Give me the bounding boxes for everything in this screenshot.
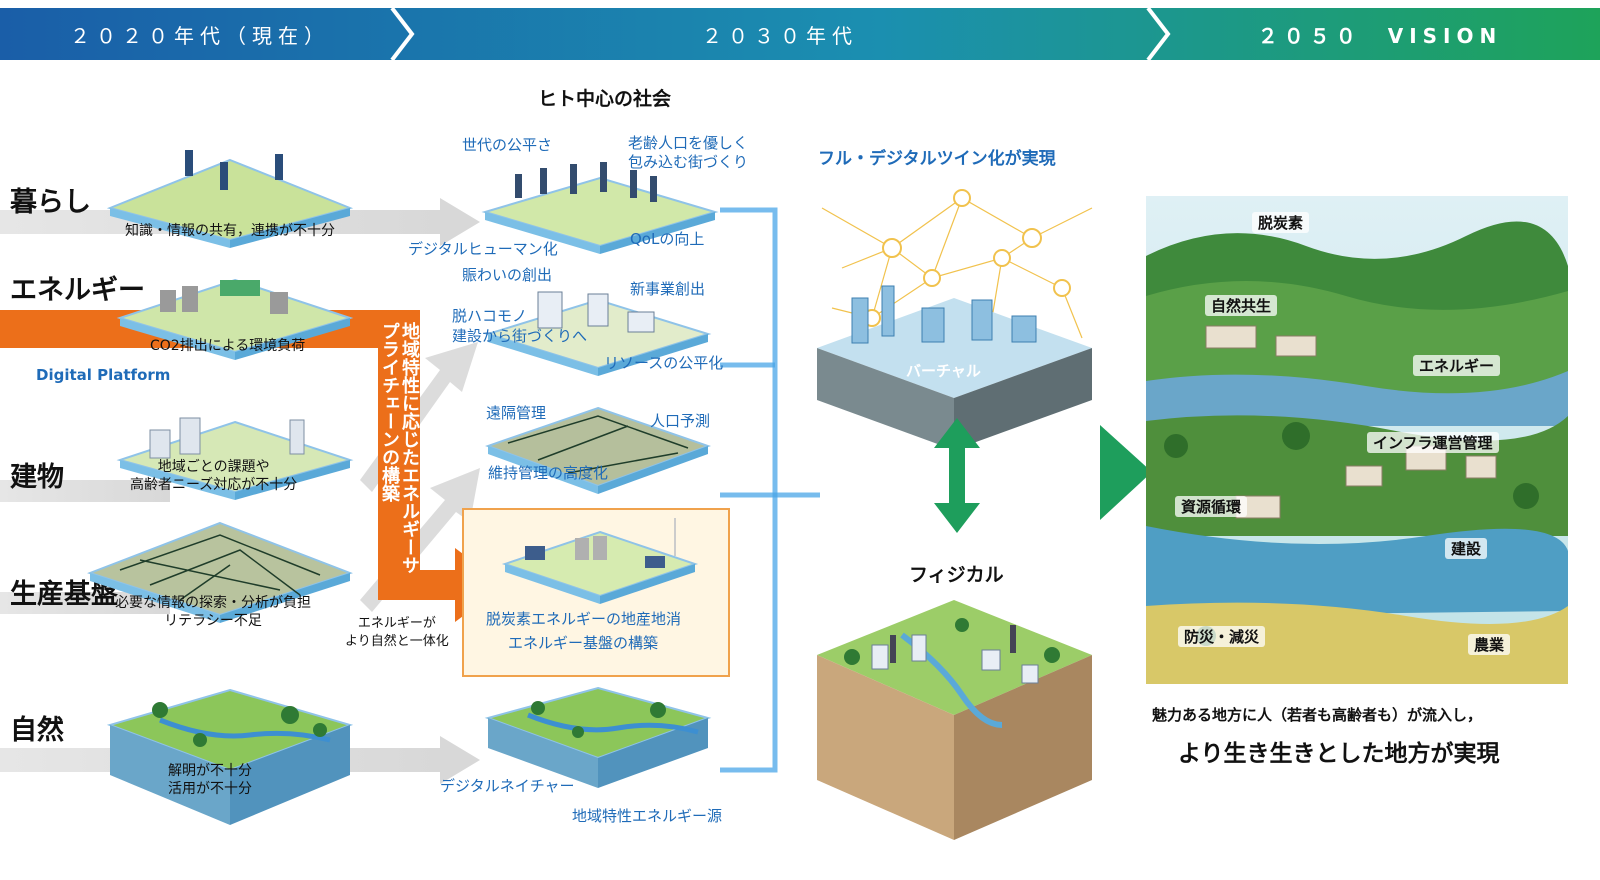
vision-landscape xyxy=(1146,196,1568,684)
vision-label-2: エネルギー xyxy=(1413,355,1500,376)
caption-nature-line2: 活用が不十分 xyxy=(168,780,252,798)
label-elderly-city: 老齢人口を優しく 包み込む街づくり xyxy=(628,134,748,172)
vision-text-line2: より生き生きとした地方が実現 xyxy=(1178,734,1500,768)
label-generation-equity: 世代の公平さ xyxy=(462,134,552,155)
vision-label-6: 防災・減災 xyxy=(1178,626,1265,647)
banner-2050: ２０５０ VISION xyxy=(1160,8,1600,60)
row-label-building: 建物 xyxy=(10,455,64,494)
physical-city-illustration xyxy=(812,595,1097,845)
label-new-business: 新事業創出 xyxy=(630,278,705,299)
vision-arrow xyxy=(1100,425,1152,520)
caption-building-line2: 高齢者ニーズ対応が不十分 xyxy=(130,476,297,494)
supply-chain-box: 地域特性に応じたエネルギーサプライチェーンの構築 xyxy=(378,322,420,582)
caption-nature-line1: 解明が不十分 xyxy=(168,762,252,780)
energy-note-line1: エネルギーが xyxy=(345,615,449,633)
physical-label: フィジカル xyxy=(909,560,1004,587)
label-dathako-line2: 建設から街づくりへ xyxy=(452,326,587,346)
twin-sync-arrow xyxy=(932,418,982,533)
label-elderly-line2: 包み込む街づくり xyxy=(628,153,748,172)
caption-production: 必要な情報の探索・分析が負担 リテラシー不足 xyxy=(115,594,311,630)
label-maintenance: 維持管理の高度化 xyxy=(488,462,608,483)
supply-chain-text: 地域特性に応じたエネルギーサプライチェーンの構築 xyxy=(379,322,419,582)
row-label-kurashi: 暮らし xyxy=(10,180,91,219)
row-label-nature: 自然 xyxy=(10,708,64,747)
caption-energy: CO2排出による環境負荷 xyxy=(150,337,305,355)
label-energy-base: エネルギー基盤の構築 xyxy=(508,632,658,653)
vision-label-0: 脱炭素 xyxy=(1252,212,1309,233)
label-decarbon-local: 脱炭素エネルギーの地産地消 xyxy=(486,608,681,629)
label-dathako-line1: 脱ハコモノ xyxy=(452,306,587,326)
vision-label-1: 自然共生 xyxy=(1205,295,1277,316)
tile-nature-2030 xyxy=(478,680,718,790)
caption-nature: 解明が不十分 活用が不十分 xyxy=(168,762,252,798)
vision-label-7: 農業 xyxy=(1468,634,1510,655)
label-resource: リソースの公平化 xyxy=(604,352,723,373)
label-digital-human: デジタルヒューマン化 xyxy=(408,238,558,259)
caption-kurashi: 知識・情報の共有，連携が不十分 xyxy=(125,222,335,240)
label-regional-energy: 地域特性エネルギー源 xyxy=(572,805,722,826)
vision-label-4: 資源循環 xyxy=(1175,496,1247,517)
label-dathako: 脱ハコモノ 建設から街づくりへ xyxy=(452,306,587,346)
vision-label-3: インフラ運営管理 xyxy=(1367,432,1499,453)
vision-text-line1: 魅力ある地方に人（若者も高齢者も）が流入し， xyxy=(1152,704,1482,725)
energy-note: エネルギーが より自然と一体化 xyxy=(345,615,449,651)
digital-twin-title: フル・デジタルツイン化が実現 xyxy=(818,144,1056,169)
label-population: 人口予測 xyxy=(650,410,710,431)
energy-note-line2: より自然と一体化 xyxy=(345,633,449,651)
heading-people-centered: ヒト中心の社会 xyxy=(538,84,671,111)
vision-label-5: 建設 xyxy=(1445,538,1487,559)
caption-production-line2: リテラシー不足 xyxy=(115,612,311,630)
label-qol: QoLの向上 xyxy=(630,228,704,249)
caption-building: 地域ごとの課題や 高齢者ニーズ対応が不十分 xyxy=(130,458,297,494)
caption-production-line1: 必要な情報の探索・分析が負担 xyxy=(115,594,311,612)
digital-platform-label: Digital Platform xyxy=(36,366,170,384)
label-elderly-line1: 老齢人口を優しく xyxy=(628,134,748,153)
tile-energy-2030 xyxy=(495,516,705,606)
virtual-city-illustration xyxy=(812,188,1097,453)
tile-nature-current xyxy=(100,680,360,830)
caption-building-line1: 地域ごとの課題や xyxy=(130,458,297,476)
label-digital-nature: デジタルネイチャー xyxy=(440,775,575,796)
virtual-label: バーチャル xyxy=(900,360,987,381)
label-remote: 遠隔管理 xyxy=(486,402,546,423)
label-nigiwai: 賑わいの創出 xyxy=(462,264,552,285)
